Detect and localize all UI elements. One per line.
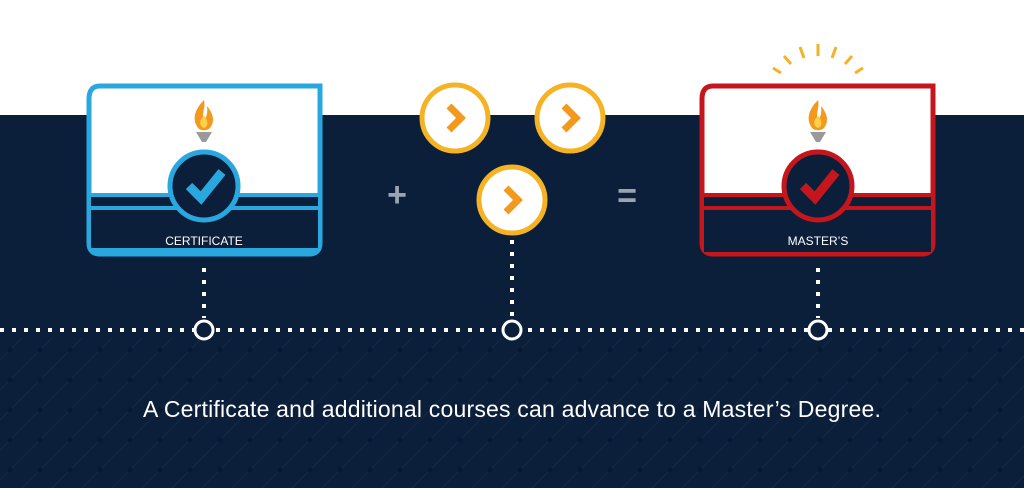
masters-card [699,44,936,257]
course-chevron-icon [419,82,491,154]
shine-rays-icon [772,44,864,75]
checkmark-icon [799,169,840,205]
course-chevron-icon [534,82,606,154]
checkmark-icon [185,169,226,205]
masters-label: MASTER’S [788,234,849,248]
plus-sign: + [387,176,407,214]
timeline-nodes [193,319,829,341]
certificate-label: CERTIFICATE [165,234,243,248]
course-icons [419,82,606,236]
checkmark-badge [167,149,241,223]
equals-sign: = [617,177,637,215]
certificate-card [86,83,323,257]
caption: A Certificate and additional courses can… [142,396,882,422]
checkmark-badge [781,149,855,223]
course-chevron-icon [476,164,548,236]
timeline-dotted-lines [0,240,1024,332]
